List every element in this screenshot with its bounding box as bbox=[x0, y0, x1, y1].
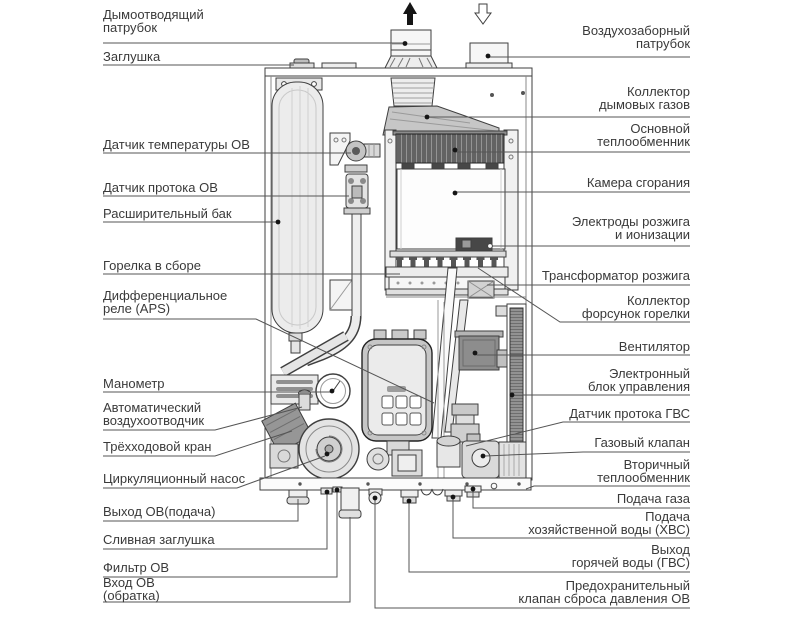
label-dhw-flow-sensor: Датчик протока ГВС bbox=[569, 406, 690, 421]
label-ignition-electrodes: Электроды розжига и ионизации bbox=[571, 214, 690, 242]
label-flue-outlet: Дымоотводящий патрубок bbox=[103, 7, 204, 35]
label-circulation-pump: Циркуляционный насос bbox=[103, 471, 246, 486]
label-ch-temp-sensor: Датчик температуры ОВ bbox=[103, 137, 250, 152]
label-aps-relay: Дифференциальное реле (APS) bbox=[103, 288, 228, 316]
air-down-arrow-icon bbox=[474, 3, 492, 25]
control-panel-part bbox=[361, 329, 433, 456]
label-expansion-tank: Расширительный бак bbox=[103, 206, 232, 221]
label-burner-assembly: Горелка в сборе bbox=[103, 258, 201, 273]
leader-dots bbox=[275, 41, 515, 504]
label-auto-air-vent: Автоматический воздухоотводчик bbox=[103, 400, 205, 428]
flue-outlet-stub bbox=[384, 29, 438, 69]
label-ch-return: Вход ОВ (обратка) bbox=[103, 575, 160, 603]
base-fittings bbox=[259, 477, 532, 519]
label-gas-valve: Газовый клапан bbox=[594, 435, 690, 450]
label-three-way-valve: Трёхходовой кран bbox=[103, 439, 212, 454]
control-unit-part bbox=[495, 303, 527, 473]
label-ch-filter: Фильтр ОВ bbox=[103, 560, 170, 575]
top-plug bbox=[289, 58, 357, 69]
label-cold-water-supply: Подача хозяйственной воды (ХВС) bbox=[528, 509, 690, 537]
label-control-unit: Электронный блок управления bbox=[587, 366, 690, 394]
label-secondary-heat-exchanger: Вторичный теплообменник bbox=[597, 457, 690, 485]
label-pressure-relief-valve: Предохранительный клапан сброса давления… bbox=[518, 578, 690, 606]
label-plug: Заглушка bbox=[103, 49, 161, 64]
combustion-block bbox=[384, 129, 526, 299]
label-ch-supply: Выход ОВ(подача) bbox=[103, 504, 216, 519]
secondary-hx-part bbox=[498, 441, 527, 479]
ch-pipe-assembly bbox=[280, 140, 381, 377]
expansion-tank-part bbox=[271, 77, 324, 354]
hydro-group bbox=[261, 373, 360, 480]
label-drain-plug: Сливная заглушка bbox=[103, 532, 215, 547]
label-combustion-chamber: Камера сгорания bbox=[586, 175, 690, 190]
leader-lines bbox=[103, 42, 690, 609]
fan-part bbox=[454, 330, 513, 371]
label-manometer: Манометр bbox=[103, 376, 165, 391]
label-dhw-outlet: Выход горячей воды (ГВС) bbox=[571, 542, 690, 570]
air-intake-stub bbox=[465, 42, 513, 69]
label-flue-gas-collector: Коллектор дымовых газов bbox=[599, 84, 690, 112]
label-ch-flow-sensor: Датчик протока ОВ bbox=[103, 180, 218, 195]
label-main-heat-exchanger: Основной теплообменник bbox=[597, 121, 690, 149]
label-gas-supply: Подача газа bbox=[616, 491, 690, 506]
label-ignition-transformer: Трансформатор розжига bbox=[541, 268, 690, 283]
valve-group bbox=[366, 403, 500, 479]
label-air-intake: Воздухозаборный патрубок bbox=[582, 23, 690, 51]
label-fan: Вентилятор bbox=[618, 339, 690, 354]
flue-up-arrow-icon bbox=[403, 2, 417, 25]
label-injector-collector: Коллектор форсунок горелки bbox=[581, 293, 690, 321]
